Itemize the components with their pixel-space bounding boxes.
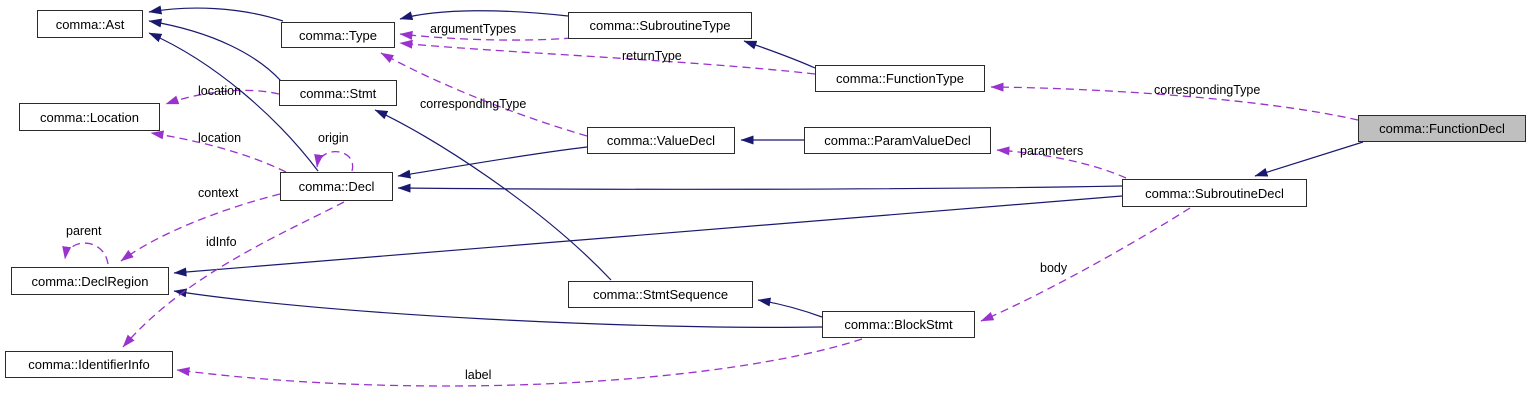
edge-decl-location [150,130,287,173]
edge-label-idinfo: idInfo [206,235,237,249]
edge-subroutinetype-to-type [399,10,569,21]
node-comma-ast[interactable]: comma::Ast [37,10,143,38]
edge-stmtsequence-to-stmt [374,109,612,281]
edge-functiondecl-to-subroutinedecl [1254,141,1364,177]
node-comma-location[interactable]: comma::Location [19,103,160,131]
edge-decl-idinfo [122,201,345,348]
edge-functiontype-returntype [399,39,816,75]
edge-type-to-ast [148,5,284,22]
edge-valuedecl-correspondingtype [380,52,588,137]
edge-decl-to-ast [148,32,319,172]
node-comma-type[interactable]: comma::Type [281,22,395,48]
edge-blockstmt-to-declregion [173,288,823,328]
edge-decl-origin-self [314,151,354,172]
edge-blockstmt-label [176,338,863,387]
edge-label-body: body [1040,261,1068,275]
node-comma-subroutinetype[interactable]: comma::SubroutineType [568,12,752,39]
edge-decl-context [120,193,281,262]
edge-label-parameters: parameters [1020,144,1084,158]
edge-label-correspondingtype-left: correspondingType [420,97,527,111]
edge-label-location-stmt: location [198,84,242,98]
edge-blockstmt-to-stmtsequence [757,297,823,318]
edge-subroutinedecl-body [980,207,1191,322]
edge-label-argumenttypes: argumentTypes [430,22,517,36]
node-comma-paramvaluedecl[interactable]: comma::ParamValueDecl [804,127,991,154]
edge-stmt-to-ast [148,18,282,82]
edge-subroutinedecl-to-decl [397,183,1123,193]
edge-subroutinedecl-to-declregion [173,195,1123,277]
node-comma-stmt[interactable]: comma::Stmt [279,80,397,106]
node-comma-identifierinfo[interactable]: comma::IdentifierInfo [5,351,173,378]
node-comma-functiondecl: comma::FunctionDecl [1358,115,1526,142]
node-comma-functiontype[interactable]: comma::FunctionType [815,65,985,92]
edge-declregion-parent-self [62,242,109,265]
edge-label-context: context [198,186,239,200]
edge-label-parent: parent [66,224,102,238]
node-comma-valuedecl[interactable]: comma::ValueDecl [587,127,735,154]
edge-functiontype-to-subroutinetype [743,40,816,69]
edge-label-returntype: returnType [622,49,682,63]
edge-label-correspondingtype-right: correspondingType [1154,83,1261,97]
edge-label-origin: origin [318,131,349,145]
node-comma-stmtsequence[interactable]: comma::StmtSequence [568,281,753,308]
edge-valuedecl-to-decl [397,146,588,179]
edge-functiondecl-correspondingtype [990,82,1359,121]
edge-subroutinedecl-parameters [996,146,1127,179]
node-comma-declregion[interactable]: comma::DeclRegion [11,267,169,295]
node-comma-decl[interactable]: comma::Decl [280,172,393,201]
edge-label-location-decl: location [198,131,242,145]
edge-label-label: label [465,368,492,382]
edge-stmt-location [165,89,280,105]
node-comma-subroutinedecl[interactable]: comma::SubroutineDecl [1122,179,1307,207]
edge-subroutinetype-argumenttypes [399,30,573,41]
node-comma-blockstmt[interactable]: comma::BlockStmt [822,311,975,338]
